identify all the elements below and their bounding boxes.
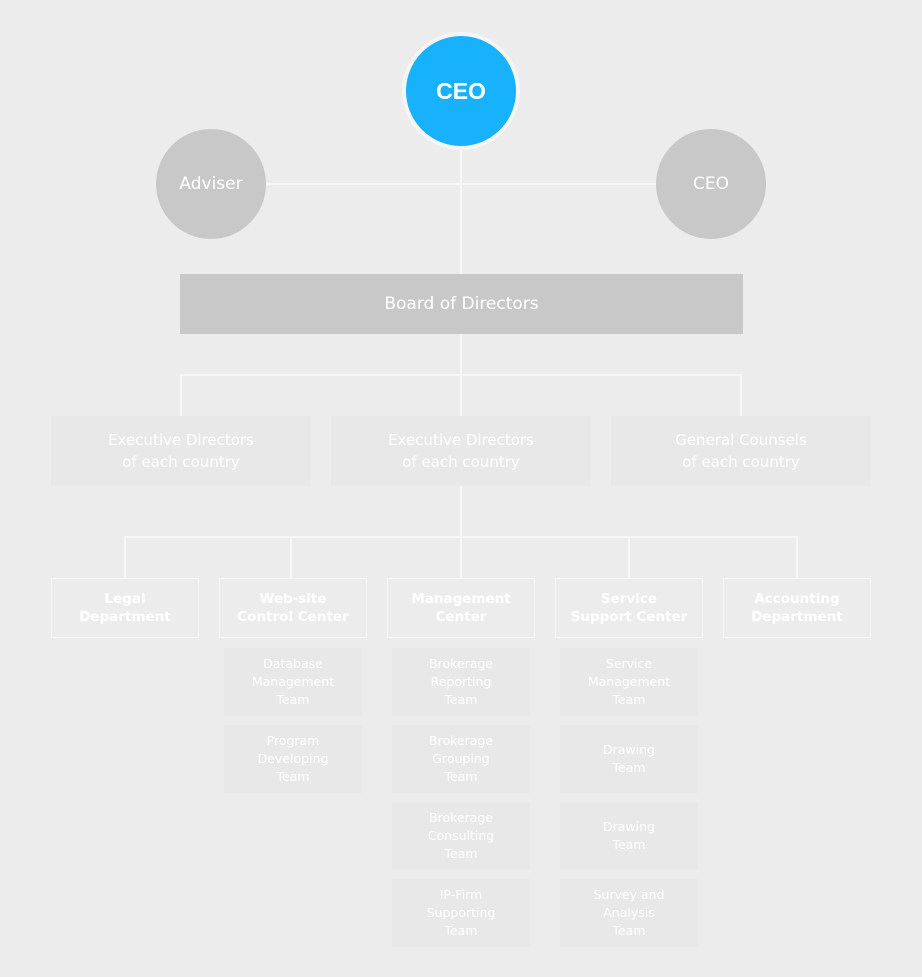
- adviser-node[interactable]: Adviser: [156, 129, 266, 239]
- team-node[interactable]: Service Management Team: [560, 648, 698, 716]
- team-node[interactable]: IP-Firm Supporting Team: [392, 879, 530, 947]
- team-node[interactable]: Brokerage Reporting Team: [392, 648, 530, 716]
- ceo-node[interactable]: CEO: [402, 32, 520, 150]
- team-node[interactable]: Drawing Team: [560, 802, 698, 870]
- connector-dept-4: [628, 536, 630, 578]
- connector-dept-5: [796, 536, 798, 578]
- connector-adviser-ceo: [266, 183, 656, 185]
- accounting-department-node[interactable]: Accounting Department: [723, 578, 871, 638]
- team-node[interactable]: Program Developing Team: [224, 725, 362, 793]
- connector-exec-right: [740, 374, 742, 416]
- connector-dept-2: [290, 536, 292, 578]
- board-of-directors-node[interactable]: Board of Directors: [180, 274, 743, 334]
- connector-dept-horizontal: [124, 536, 798, 538]
- team-node[interactable]: Drawing Team: [560, 725, 698, 793]
- connector-ceo-vertical: [460, 150, 462, 274]
- team-node[interactable]: Brokerage Consulting Team: [392, 802, 530, 870]
- general-counsels-node[interactable]: General Counsels of each country: [611, 416, 871, 486]
- connector-exec-horizontal: [180, 374, 742, 376]
- legal-department-node[interactable]: Legal Department: [51, 578, 199, 638]
- executive-directors-node-1[interactable]: Executive Directors of each country: [51, 416, 311, 486]
- connector-dept-1: [124, 536, 126, 578]
- connector-exec-down: [460, 486, 462, 578]
- website-control-center-node[interactable]: Web-site Control Center: [219, 578, 367, 638]
- connector-exec-left: [180, 374, 182, 416]
- team-node[interactable]: Database Management Team: [224, 648, 362, 716]
- team-node[interactable]: Survey and Analysis Team: [560, 879, 698, 947]
- service-support-center-node[interactable]: Service Support Center: [555, 578, 703, 638]
- executive-directors-node-2[interactable]: Executive Directors of each country: [331, 416, 591, 486]
- ceo-secondary-node[interactable]: CEO: [656, 129, 766, 239]
- management-center-node[interactable]: Management Center: [387, 578, 535, 638]
- team-node[interactable]: Brokerage Grouping Team: [392, 725, 530, 793]
